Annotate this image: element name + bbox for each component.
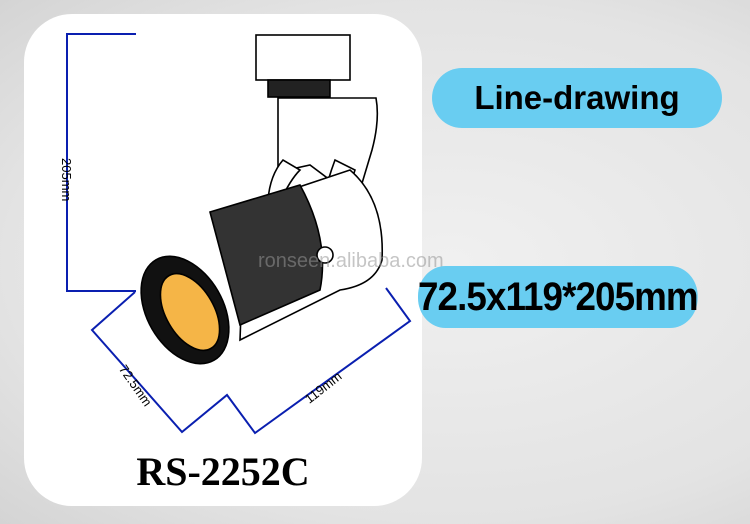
- height-dimension-label: 205mm: [59, 158, 74, 202]
- model-number: RS-2252C: [136, 449, 310, 494]
- watermark: ronseen.alibaba.com: [258, 250, 444, 272]
- dimension-lines: [66, 33, 412, 435]
- dimensions-label: 72.5x119*205mm: [418, 266, 699, 328]
- line-drawing-label: Line-drawing: [432, 68, 722, 128]
